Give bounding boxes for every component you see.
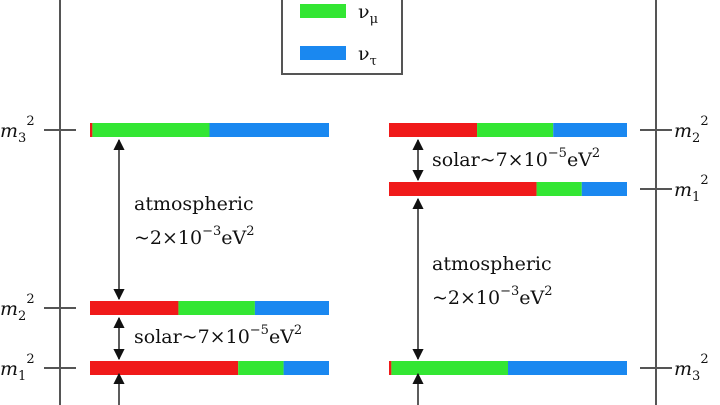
- bar-segment-nu-mu: [477, 123, 554, 137]
- legend-label-nu-mu: νμ: [358, 1, 378, 27]
- legend-swatch-nu-tau: [300, 46, 346, 60]
- bar-segment-nu-e: [90, 301, 179, 315]
- normal-ordering: m32 m22 m12 atmospheric ~2×10−3eV2 solar…: [0, 114, 329, 405]
- legend-swatch-nu-mu: [300, 4, 346, 18]
- label-m2-left: m22: [0, 292, 35, 324]
- bar-segment-nu-mu: [238, 361, 284, 375]
- legend: νμ ντ: [281, 0, 403, 75]
- atmospheric-label-left: atmospheric: [134, 193, 254, 215]
- solar-label-left: solar~7×10−5eV2: [134, 323, 302, 348]
- bar-segment-nu-tau: [283, 361, 329, 375]
- bar-segment-nu-e: [389, 361, 392, 375]
- solar-label-right: solar~7×10−5eV2: [432, 146, 600, 171]
- bar-segment-nu-tau: [581, 182, 627, 196]
- legend-label-nu-tau: ντ: [358, 43, 377, 69]
- label-m2-right: m22: [674, 114, 709, 146]
- level-bar-m2-left: [90, 301, 329, 315]
- label-m3-left: m32: [0, 114, 35, 146]
- label-m3-right: m32: [674, 352, 709, 384]
- bar-segment-nu-e: [90, 123, 93, 137]
- level-bar-m3-left: [90, 123, 329, 137]
- bar-segment-nu-tau: [209, 123, 329, 137]
- bar-segment-nu-e: [389, 182, 537, 196]
- bar-segment-nu-mu: [178, 301, 255, 315]
- level-bar-m2-right: [389, 123, 627, 137]
- level-bar-m3-right: [389, 361, 627, 375]
- bar-segment-nu-tau: [254, 301, 329, 315]
- bar-segment-nu-e: [90, 361, 239, 375]
- level-bar-m1-left: [90, 361, 329, 375]
- bar-segment-nu-mu: [92, 123, 210, 137]
- bar-segment-nu-mu: [391, 361, 508, 375]
- bar-segment-nu-e: [389, 123, 478, 137]
- label-m1-right: m12: [674, 173, 709, 205]
- inverted-ordering: m22 m12 m32 solar~7×10−5eV2 atmospheric …: [389, 114, 709, 405]
- atmospheric-value-left: ~2×10−3eV2: [134, 224, 255, 249]
- bar-segment-nu-mu: [536, 182, 582, 196]
- atmospheric-value-right: ~2×10−3eV2: [432, 284, 553, 309]
- level-bar-m1-right: [389, 182, 627, 196]
- label-m1-left: m12: [0, 352, 35, 384]
- bar-segment-nu-tau: [508, 361, 627, 375]
- bar-segment-nu-tau: [553, 123, 627, 137]
- atmospheric-label-right: atmospheric: [432, 253, 552, 275]
